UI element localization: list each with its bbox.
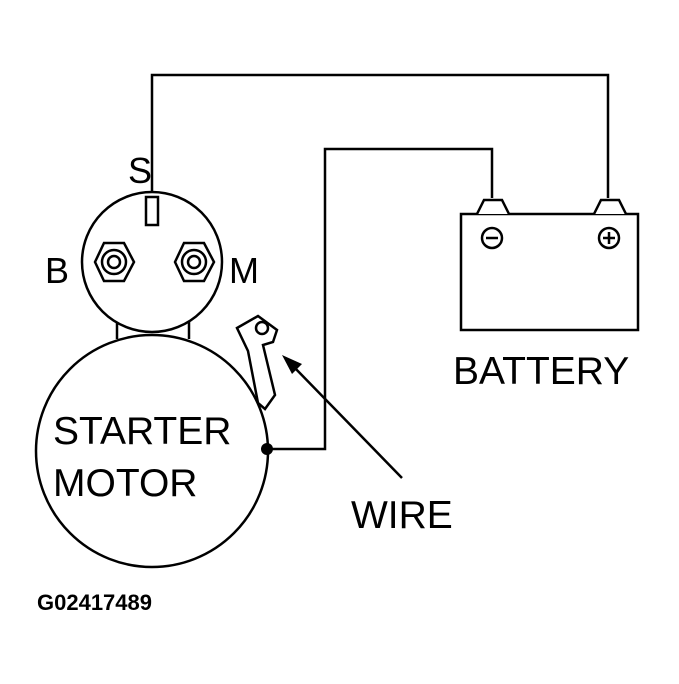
positive-terminal-post — [592, 198, 628, 215]
figure-id: G02417489 — [37, 590, 152, 615]
wire-label: WIRE — [351, 494, 453, 537]
solenoid — [80, 190, 224, 334]
solenoid-b-label: B — [45, 250, 69, 291]
negative-terminal-post — [475, 198, 511, 215]
ground-point — [261, 443, 273, 455]
minus-sign-icon — [480, 226, 504, 250]
solenoid-s-label: S — [128, 150, 152, 191]
starter-label-line2: MOTOR — [53, 462, 197, 505]
wire-pointer-arrow — [282, 355, 403, 479]
s-terminal — [144, 195, 160, 227]
ground-to-negative-wire — [267, 147, 494, 451]
plus-sign-icon — [597, 226, 621, 250]
solenoid-m-label: M — [229, 250, 259, 291]
solenoid-neck — [115, 322, 191, 339]
battery — [459, 198, 640, 332]
m-terminal-nut-icon — [173, 241, 216, 283]
battery-case — [459, 212, 640, 332]
battery-label: BATTERY — [453, 350, 629, 393]
ground-strap-bracket — [235, 314, 279, 411]
solenoid-body — [80, 190, 224, 334]
s-terminal-to-positive-wire — [150, 73, 610, 198]
b-terminal-nut-icon — [93, 241, 136, 283]
starter-label-line1: STARTER — [53, 410, 231, 453]
